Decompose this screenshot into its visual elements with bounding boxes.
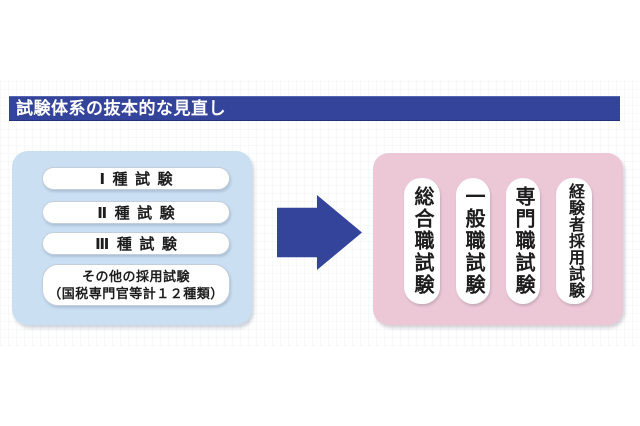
exam-pill-keikensha: 経験者採用試験 (556, 178, 592, 304)
exam-pill-sogo-label: 総合職試験 (411, 186, 433, 296)
exam-pill-senmon: 専門職試験 (506, 178, 540, 304)
section-title: 試験体系の抜本的な見直し (16, 99, 226, 118)
exam-pill-keikensha-label: 経験者採用試験 (566, 183, 583, 299)
exam-pill-ippan: 一般職試験 (456, 178, 490, 304)
exam-pill-senmon-label: 専門職試験 (512, 186, 534, 296)
before-panel: Ⅰ種試験 Ⅱ種試験 Ⅲ種試験 その他の採用試験 （国税専門官等計１２種類） (12, 151, 252, 325)
after-panel: 総合職試験 一般職試験 専門職試験 経験者採用試験 (373, 153, 623, 325)
exam-pill-type3: Ⅲ種試験 (42, 232, 230, 255)
exam-pill-type1: Ⅰ種試験 (42, 167, 230, 190)
right-arrow-icon (277, 195, 362, 270)
exam-pill-other-line2: （国税専門官等計１２種類） (48, 286, 224, 301)
exam-pill-ippan-label: 一般職試験 (462, 186, 484, 296)
exam-pill-type2: Ⅱ種試験 (42, 201, 230, 224)
exam-pill-sogo: 総合職試験 (404, 178, 440, 304)
exam-pill-other-line1: その他の採用試験 (81, 269, 190, 284)
section-title-bar: 試験体系の抜本的な見直し (9, 96, 620, 121)
transition-arrow (277, 195, 362, 270)
exam-pill-other: その他の採用試験 （国税専門官等計１２種類） (42, 264, 230, 306)
